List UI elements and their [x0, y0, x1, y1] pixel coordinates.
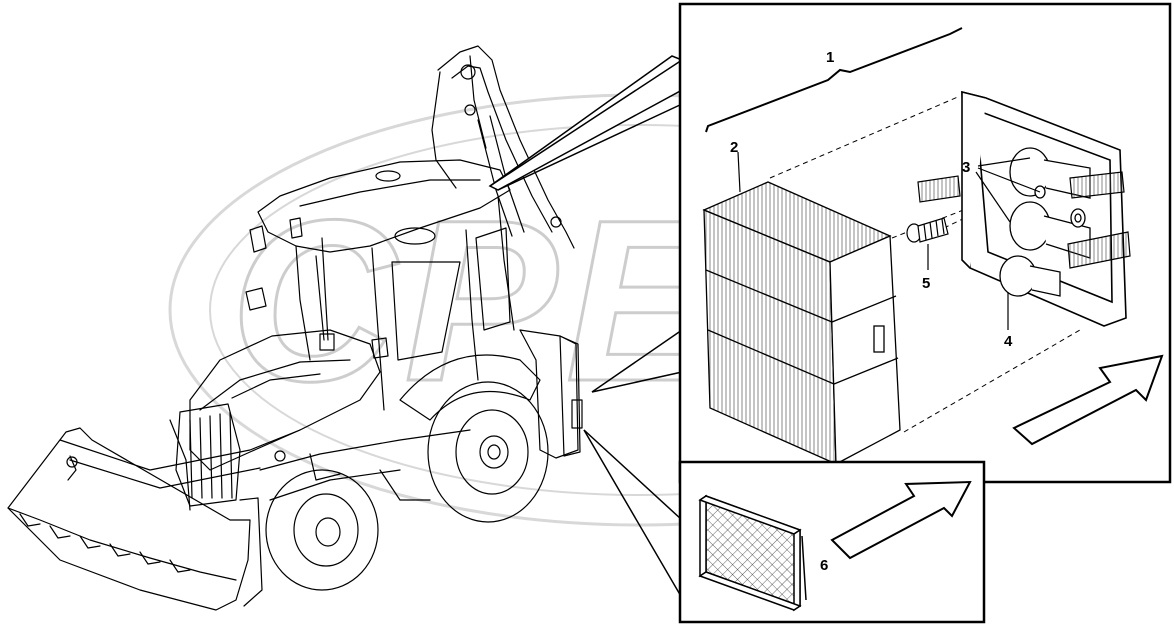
callout-2: 2 [730, 139, 738, 156]
direction-arrow-1 [1012, 354, 1164, 446]
grille [175, 403, 241, 507]
callout-1: 1 [826, 49, 834, 66]
rear-wheel [427, 381, 549, 523]
detail-box-rear-light [678, 2, 1172, 484]
backhoe-boom [431, 45, 575, 249]
leader-lines [488, 55, 683, 599]
detail-box-reflector [678, 460, 986, 624]
screw [906, 217, 949, 243]
lamp-lens [702, 181, 901, 466]
callout-5: 5 [922, 275, 930, 292]
callout-3: 3 [962, 159, 970, 176]
hood [189, 329, 381, 471]
loader-bucket [7, 427, 263, 611]
front-wheel [265, 469, 379, 591]
loader-arm [59, 429, 301, 471]
reflector [698, 494, 807, 612]
cab [245, 195, 515, 411]
cab-roof [257, 159, 511, 253]
callout-labels: 1 2 3 4 5 6 [730, 49, 1013, 574]
direction-arrow-2 [830, 480, 972, 560]
rear-light-housing [559, 335, 581, 457]
callout-6: 6 [820, 557, 828, 574]
backhoe-loader-illustration [7, 45, 583, 611]
callout-4: 4 [1004, 333, 1013, 350]
